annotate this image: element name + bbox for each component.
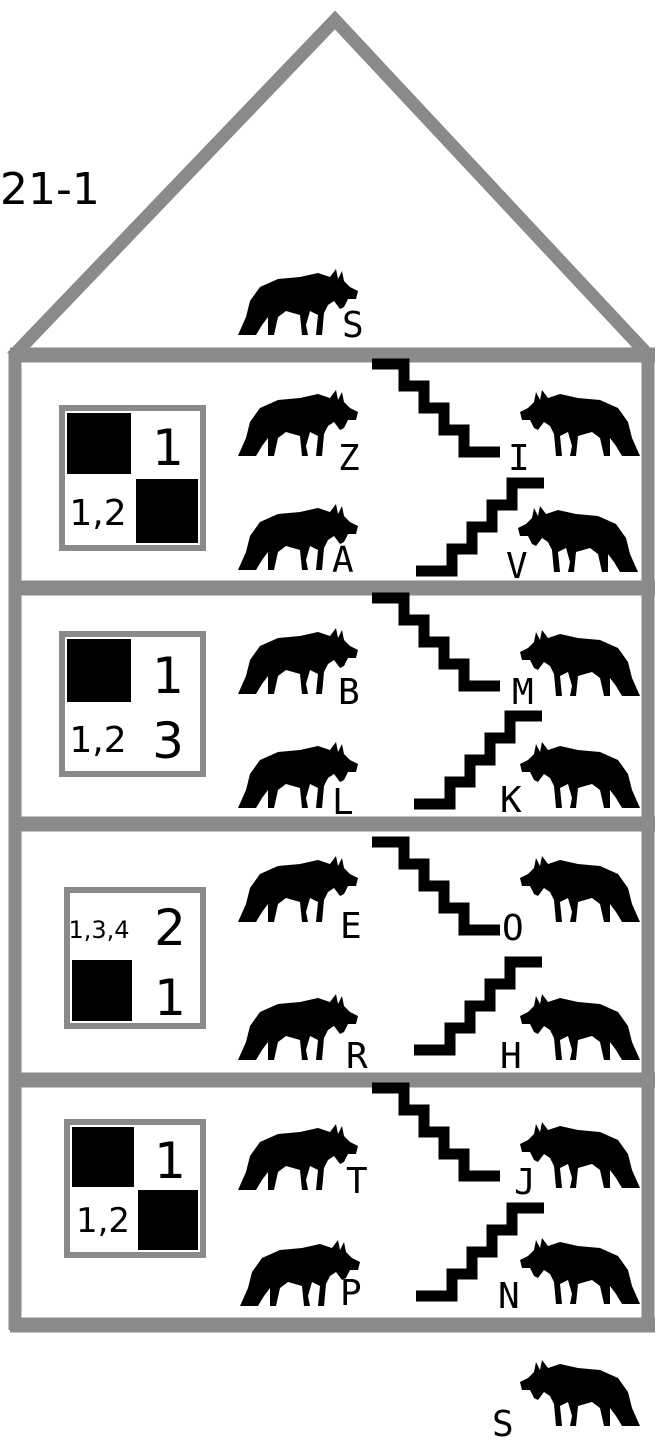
grid-cell-black xyxy=(136,479,198,543)
moose-letter-right-bottom: V xyxy=(506,546,528,587)
grid-cell-1-0: 1,2 xyxy=(69,493,126,534)
grid-cell-black xyxy=(67,413,131,474)
stairs-icon xyxy=(414,716,542,804)
grid-cell-0-0: 1,3,4 xyxy=(68,916,129,944)
moose-icon xyxy=(518,506,638,572)
moose-letter-right-top: M xyxy=(512,672,534,713)
moose-icon xyxy=(238,269,358,335)
roof xyxy=(12,20,650,357)
moose-letter-right-top: J xyxy=(514,1162,536,1203)
grid-cell-0-1: 1 xyxy=(152,647,184,705)
moose-letter-right-top: I xyxy=(508,438,530,479)
stairs-icon xyxy=(372,842,500,930)
floor-1: 1 1,2 Z A I V xyxy=(62,364,640,587)
grid-cell-0-1: 1 xyxy=(152,419,184,477)
stairs-icon xyxy=(416,1208,544,1296)
moose-letter-left-bottom: L xyxy=(332,782,354,823)
stairs-icon xyxy=(372,364,500,452)
grid-cell-0-1: 1 xyxy=(154,1132,186,1190)
moose-letter-left-bottom: P xyxy=(340,1273,362,1314)
moose-icon xyxy=(238,994,358,1060)
moose-letter-left-bottom: R xyxy=(346,1036,368,1077)
grid-cell-1-0: 1,2 xyxy=(69,720,126,761)
floor-4: 1 1,2 T P J N xyxy=(67,1088,640,1317)
moose-letter-left-top: E xyxy=(340,906,362,947)
grid-cell-black xyxy=(138,1190,198,1250)
moose-icon xyxy=(520,994,640,1060)
moose-icon xyxy=(520,630,640,696)
stairs-icon xyxy=(414,962,542,1050)
stairs-icon xyxy=(372,598,500,686)
roof-moose-letter: S xyxy=(342,305,364,346)
moose-letter-right-bottom: K xyxy=(500,780,522,821)
grid-cell-1-0: 1,2 xyxy=(76,1201,130,1241)
moose-letter-left-top: Z xyxy=(338,438,360,479)
grid-cell-black xyxy=(72,1127,134,1187)
moose-icon xyxy=(520,390,640,456)
moose-letter-right-bottom: N xyxy=(498,1276,520,1317)
moose-icon xyxy=(520,1238,640,1304)
moose-letter-left-bottom: A xyxy=(332,540,354,581)
grid-cell-0-1: 2 xyxy=(154,899,186,957)
floor-2: 1 1,2 3 B L M K xyxy=(62,598,640,823)
floor-3: 1,3,4 2 1 E R O H xyxy=(67,842,640,1077)
grid-cell-1-1: 1 xyxy=(154,969,186,1027)
grid-cell-1-1: 3 xyxy=(152,712,184,770)
moose-icon xyxy=(520,742,640,808)
moose-letter-left-top: T xyxy=(346,1161,368,1202)
moose-icon xyxy=(238,1124,358,1190)
grid-cell-black xyxy=(72,960,132,1021)
moose-icon xyxy=(520,1122,640,1188)
moose-letter-left-top: B xyxy=(338,672,360,713)
moose-letter-right-top: O xyxy=(502,908,524,949)
grid-cell-black xyxy=(67,639,131,702)
moose-icon xyxy=(520,856,640,922)
moose-letter-right-bottom: H xyxy=(500,1036,522,1077)
stairs-icon xyxy=(372,1088,500,1176)
outside-moose-letter: S xyxy=(492,1404,514,1445)
moose-icon xyxy=(520,1360,640,1426)
